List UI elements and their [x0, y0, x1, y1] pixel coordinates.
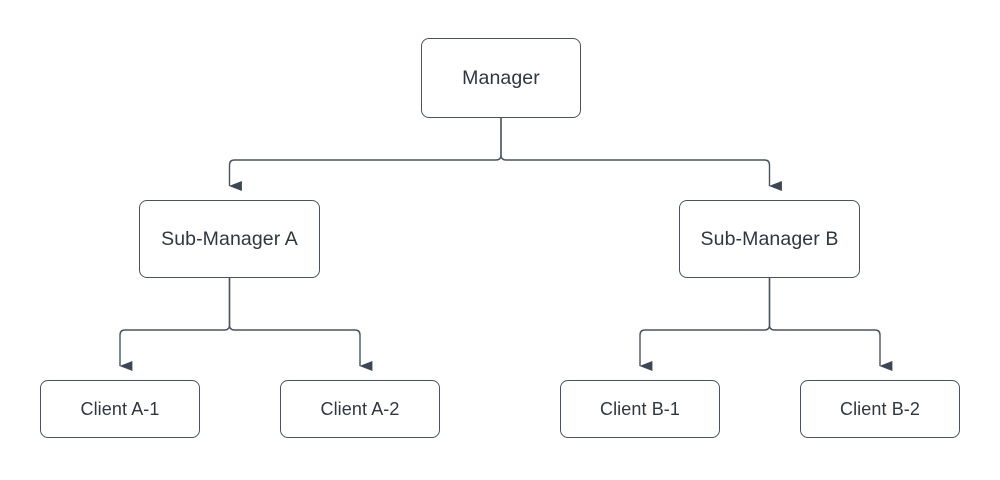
node-sub-manager-b-label: Sub-Manager B	[700, 227, 839, 250]
node-client-a-1-label: Client A-1	[80, 398, 160, 419]
edge-sub-manager-b-to-client-b-2	[768, 278, 893, 371]
node-client-b-2-label: Client B-2	[839, 398, 921, 419]
node-manager[interactable]: Manager	[421, 38, 581, 118]
node-client-a-2[interactable]: Client A-2	[280, 380, 440, 438]
node-client-b-1[interactable]: Client B-1	[560, 380, 720, 438]
node-client-b-1-label: Client B-1	[599, 398, 681, 419]
node-sub-manager-b[interactable]: Sub-Manager B	[679, 200, 860, 278]
node-client-a-2-label: Client A-2	[320, 398, 400, 419]
edge-sub-manager-a-to-client-a-1	[119, 278, 231, 371]
node-manager-label: Manager	[462, 66, 540, 89]
edge-sub-manager-b-to-client-b-1	[639, 278, 771, 371]
edge-manager-to-sub-manager-a	[228, 118, 502, 191]
node-client-b-2[interactable]: Client B-2	[800, 380, 960, 438]
node-sub-manager-a-label: Sub-Manager A	[161, 227, 298, 250]
node-sub-manager-a[interactable]: Sub-Manager A	[139, 200, 320, 278]
edge-manager-to-sub-manager-b	[500, 118, 782, 191]
edge-sub-manager-a-to-client-a-2	[228, 278, 373, 371]
node-client-a-1[interactable]: Client A-1	[40, 380, 200, 438]
